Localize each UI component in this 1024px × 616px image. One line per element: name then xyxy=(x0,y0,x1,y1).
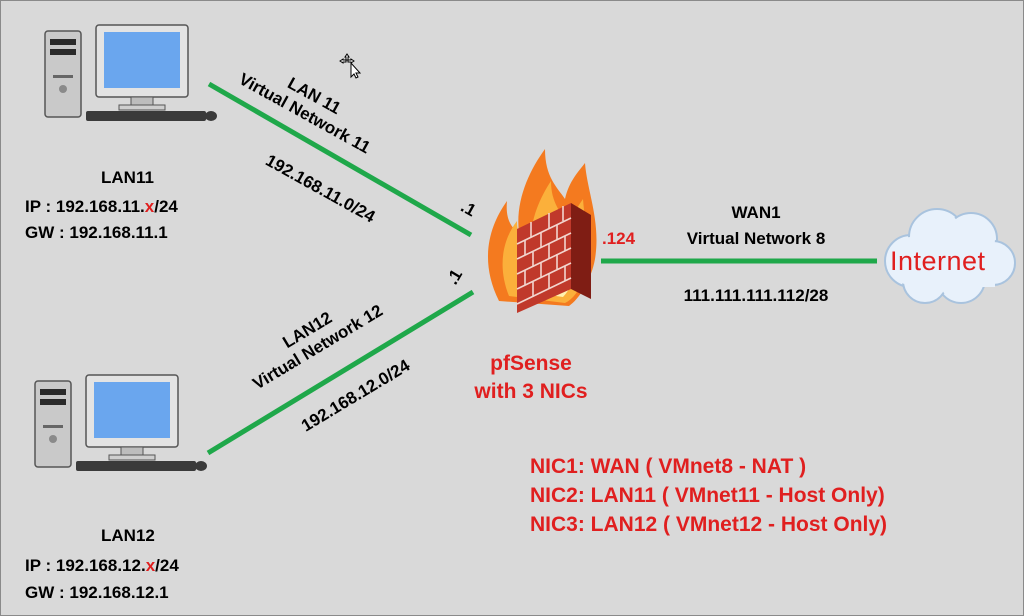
lan11-host-name: LAN11 xyxy=(101,168,154,187)
lan12-host-ip: IP : 192.168.12.x/24 xyxy=(25,556,179,576)
wan-subnet: 111.111.111.112/28 xyxy=(683,286,829,305)
lan12-ip-label: IP : xyxy=(25,556,56,575)
lan11-computer-icon xyxy=(44,24,217,121)
lan11-host-gateway: GW : 192.168.11.1 xyxy=(25,223,168,242)
lan12-ip-variable: x xyxy=(145,556,156,575)
lan11-host-ip: IP : 192.168.11.x/24 xyxy=(25,197,178,217)
firewall-description: with 3 NICs xyxy=(474,380,588,403)
move-cursor-icon xyxy=(339,53,362,79)
lan11-ip-suffix: /24 xyxy=(154,197,178,216)
internet-label: Internet xyxy=(890,246,986,276)
lan11-ip-label: IP : xyxy=(25,197,56,216)
firewall-name: pfSense xyxy=(490,352,572,375)
lan12-ip-suffix: /24 xyxy=(155,556,179,575)
lan12-link-line xyxy=(206,289,475,456)
firewall-icon xyxy=(487,149,597,313)
wan-gateway-octet: .124 xyxy=(602,229,636,248)
lan12-host-name: LAN12 xyxy=(101,526,155,545)
lan11-link-line xyxy=(207,81,473,238)
lan12-host-gateway: GW : 192.168.12.1 xyxy=(25,583,169,602)
nic-list-item: NIC1: WAN ( VMnet8 - NAT ) xyxy=(530,455,807,478)
lan12-ip-prefix: 192.168.12. xyxy=(55,556,146,575)
lan11-ip-variable: x xyxy=(144,197,155,216)
lan12-computer-icon xyxy=(34,374,207,471)
nic-list-item: NIC2: LAN11 ( VMnet11 - Host Only) xyxy=(530,484,885,507)
wan-network-name: Virtual Network 8 xyxy=(686,229,826,248)
nic-list-item: NIC3: LAN12 ( VMnet12 - Host Only) xyxy=(530,513,888,536)
cloud-icon xyxy=(884,208,1016,304)
lan11-ip-prefix: 192.168.11. xyxy=(55,197,145,216)
wan-link-name: WAN1 xyxy=(731,203,781,222)
